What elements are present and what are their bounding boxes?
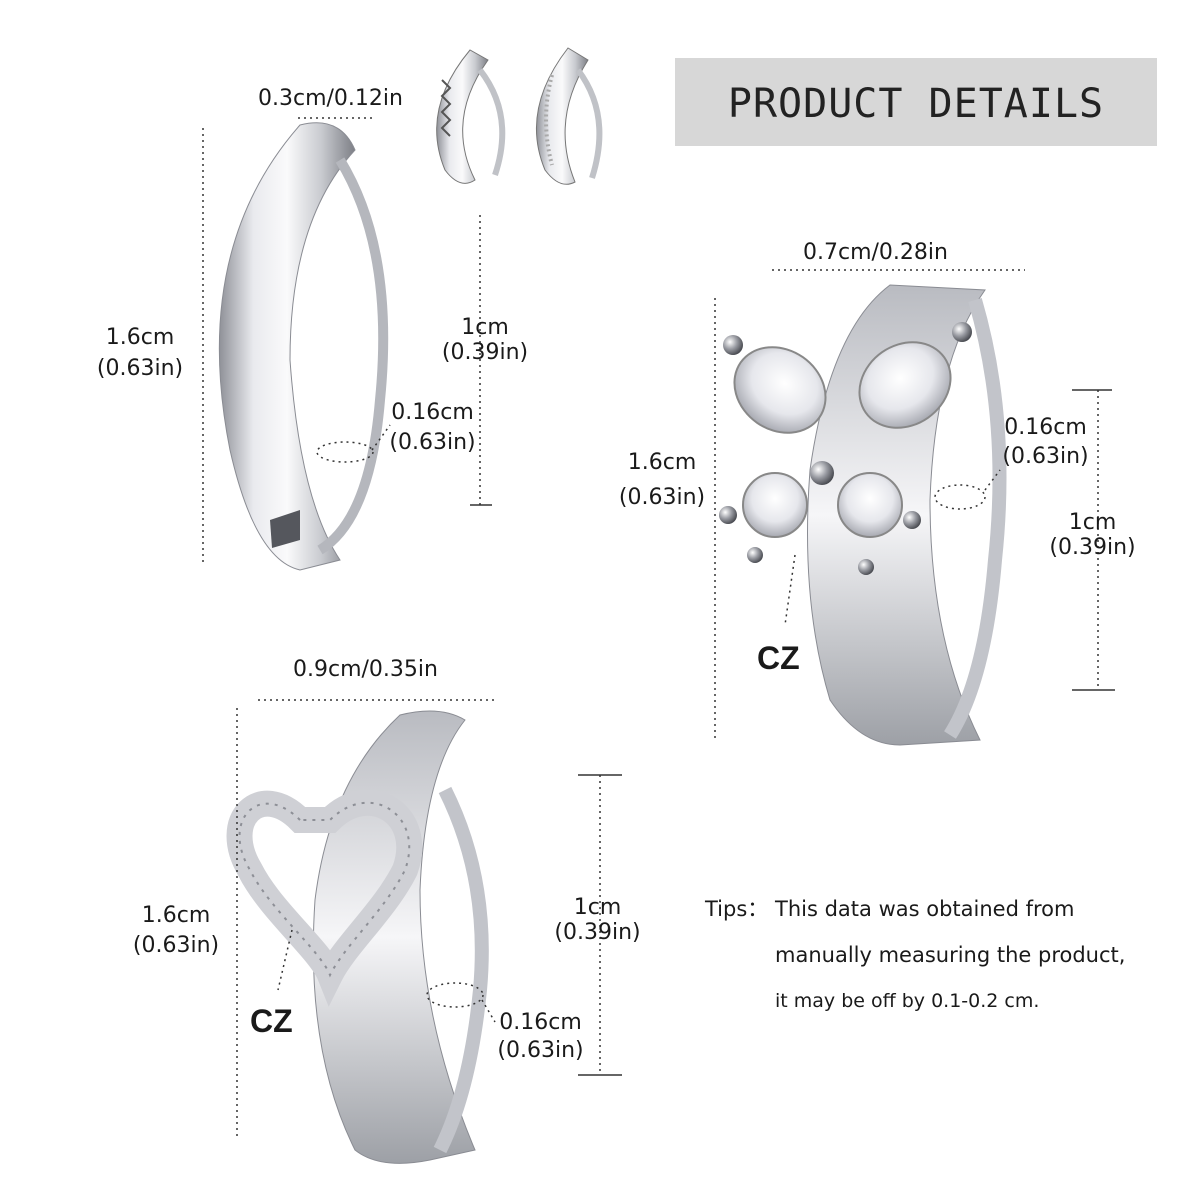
tips-prefix: Tips： [705, 897, 769, 921]
plain-ring-thickness-cm: 0.16cm [391, 400, 474, 425]
butterfly-ring-image [719, 284, 1007, 746]
heart-ring-image [226, 710, 489, 1164]
heart-ring-bar-cm: 1cm [573, 895, 622, 920]
dimension-lines [202, 117, 1115, 1140]
heart-ring-height-cm: 1.6cm [141, 903, 211, 928]
heart-ring-width-label: 0.9cm/0.35in [293, 657, 438, 682]
butterfly-ring-bar-in: (0.39in) [1049, 535, 1136, 560]
plain-ring-width-label: 0.3cm/0.12in [258, 86, 403, 111]
heart-ring-thickness-cm: 0.16cm [499, 1010, 582, 1035]
plain-ring-bar-in: (0.39in) [441, 340, 529, 365]
tips-line-3: it may be off by 0.1-0.2 cm. [775, 990, 1040, 1012]
plain-ring-thickness-in: (0.63in) [389, 430, 476, 455]
butterfly-ring-bar-cm: 1cm [1068, 510, 1117, 535]
heart-ring-thickness-in: (0.63in) [497, 1038, 584, 1063]
heart-ring-cz-label: CZ [250, 1003, 293, 1039]
tips-line-2: manually measuring the product, [775, 943, 1126, 967]
butterfly-ring-height-in: (0.63in) [618, 485, 706, 510]
small-ring-variant-2 [535, 47, 603, 185]
heart-ring-bar-in: (0.39in) [554, 920, 641, 945]
title-banner: PRODUCT DETAILS [675, 58, 1157, 146]
page-title: PRODUCT DETAILS [727, 81, 1105, 127]
butterfly-ring-height-cm: 1.6cm [627, 450, 697, 475]
butterfly-ring-width-label: 0.7cm/0.28in [803, 240, 948, 265]
plain-ring-height-in: (0.63in) [96, 356, 184, 381]
plain-ring-height-cm: 1.6cm [105, 325, 175, 350]
tips-line-1: This data was obtained from [775, 897, 1075, 921]
plain-ring-image [218, 122, 389, 571]
butterfly-ring-thickness-cm: 0.16cm [1004, 415, 1087, 440]
heart-ring-height-in: (0.63in) [132, 933, 220, 958]
small-ring-variant-1 [436, 49, 506, 184]
plain-ring-bar-cm: 1cm [461, 315, 509, 340]
butterfly-ring-thickness-in: (0.63in) [1002, 444, 1089, 469]
butterfly-ring-cz-label: CZ [757, 640, 800, 676]
